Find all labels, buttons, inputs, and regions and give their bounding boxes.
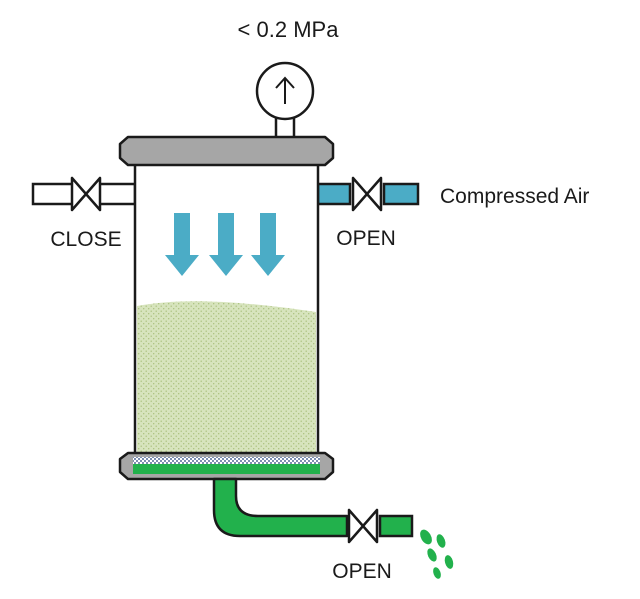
droplets-icon: [420, 529, 454, 579]
pressure-label: < 0.2 MPa: [238, 17, 340, 42]
outlet-pipe-end: [378, 514, 414, 538]
gate-valve-icon[interactable]: [347, 508, 379, 544]
pressure-gauge-icon: [255, 61, 315, 121]
left-valve-label: CLOSE: [50, 228, 121, 251]
down-arrow-icon: [209, 213, 243, 276]
left-pipe: [31, 182, 137, 206]
down-arrow-icon: [251, 213, 285, 276]
gate-valve-icon[interactable]: [351, 176, 383, 212]
air-inlet-label: Compressed Air: [440, 185, 589, 208]
outlet-valve-label: OPEN: [332, 560, 392, 583]
liquid-layer: [137, 301, 316, 455]
bottom-green-band: [133, 464, 320, 474]
top-cap: [118, 135, 335, 167]
gate-valve-icon[interactable]: [70, 176, 102, 212]
down-arrow-icon: [165, 213, 199, 276]
air-inlet-pipe: [316, 182, 420, 206]
right-valve-label: OPEN: [336, 227, 396, 250]
bottom-mesh-band: [133, 457, 320, 464]
outlet-pipe: [212, 477, 349, 538]
